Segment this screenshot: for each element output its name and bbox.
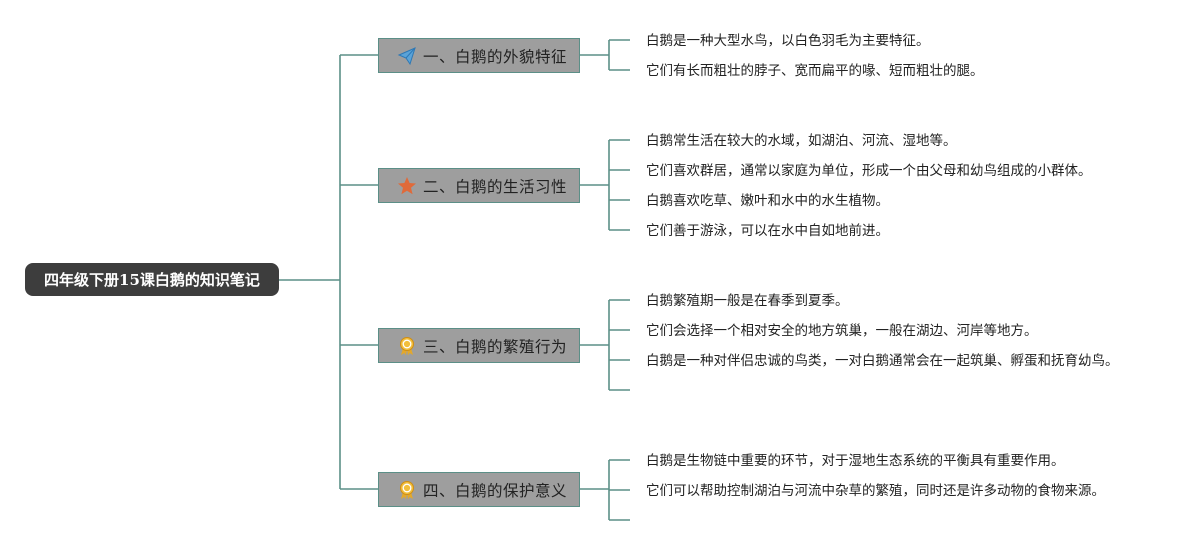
branch-breeding[interactable]: 三、白鹅的繁殖行为	[378, 328, 580, 363]
branch-habits[interactable]: 二、白鹅的生活习性	[378, 168, 580, 203]
leaf-item: 白鹅喜欢吃草、嫩叶和水中的水生植物。	[646, 193, 889, 209]
branch-label: 四、白鹅的保护意义	[423, 481, 568, 500]
leaf-item: 白鹅繁殖期一般是在春季到夏季。	[646, 293, 849, 309]
leaf-item: 它们有长而粗壮的脖子、宽而扁平的喙、短而粗壮的腿。	[646, 63, 984, 79]
award-ribbon-icon	[397, 336, 417, 356]
leaf-item: 它们喜欢群居，通常以家庭为单位，形成一个由父母和幼鸟组成的小群体。	[646, 163, 1092, 179]
leaf-item: 它们会选择一个相对安全的地方筑巢，一般在湖边、河岸等地方。	[646, 323, 1038, 339]
branch-label: 一、白鹅的外貌特征	[423, 47, 568, 66]
leaf-item: 它们善于游泳，可以在水中自如地前进。	[646, 223, 889, 239]
leaf-item: 白鹅是一种对伴侣忠诚的鸟类，一对白鹅通常会在一起筑巢、孵蛋和抚育幼鸟。	[646, 353, 1119, 369]
leaf-item: 它们可以帮助控制湖泊与河流中杂草的繁殖，同时还是许多动物的食物来源。	[646, 483, 1105, 499]
branch-protection[interactable]: 四、白鹅的保护意义	[378, 472, 580, 507]
branch-appearance[interactable]: 一、白鹅的外貌特征	[378, 38, 580, 73]
branch-label: 三、白鹅的繁殖行为	[423, 337, 568, 356]
award-ribbon-icon	[397, 480, 417, 500]
root-topic[interactable]: 四年级下册15课白鹅的知识笔记	[25, 263, 279, 296]
leaf-item: 白鹅常生活在较大的水域，如湖泊、河流、湿地等。	[646, 133, 957, 149]
root-topic-label: 四年级下册15课白鹅的知识笔记	[44, 271, 260, 289]
leaf-item: 白鹅是生物链中重要的环节，对于湿地生态系统的平衡具有重要作用。	[646, 453, 1065, 469]
paper-plane-icon	[397, 46, 417, 66]
leaf-item: 白鹅是一种大型水鸟，以白色羽毛为主要特征。	[646, 33, 930, 49]
branch-label: 二、白鹅的生活习性	[423, 177, 568, 196]
star-icon	[397, 176, 417, 196]
